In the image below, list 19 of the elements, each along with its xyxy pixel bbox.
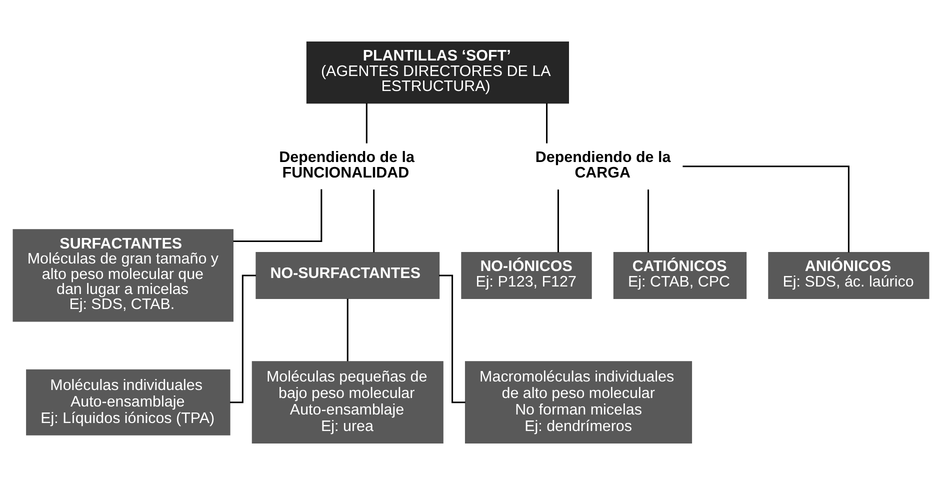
connector (682, 166, 850, 252)
connector (373, 190, 375, 252)
node-box: PLANTILLAS ‘SOFT’ (AGENTES DIRECTORES DE LA ESTRUCTURA) (306, 41, 569, 104)
node-box: CATIÓNICOS Ej: CTAB, CPC (613, 252, 747, 299)
node-box: NO-IÓNICOS Ej: P123, F127 (461, 252, 592, 299)
connector (648, 190, 650, 252)
connector (346, 298, 348, 362)
node-box: NO-SURFACTANTES (256, 252, 440, 299)
connector (557, 190, 559, 252)
node-text: Dependiendo de la CARGA (535, 149, 671, 182)
node-box: Macromoléculas individuales de alto peso molecular No forman micelas Ej: dendrímeros (464, 361, 692, 444)
node-box: Moléculas individuales Auto-ensamblaje Ej: Líquidos iónicos (TPA) (26, 369, 230, 436)
node-box: ANIÓNICOS Ej: SDS, ác. laúrico (768, 252, 930, 299)
node-text: Dependiendo de la FUNCIONALIDAD (279, 149, 414, 182)
connector (366, 103, 368, 144)
connector (233, 189, 322, 242)
node-box: SURFACTANTES Moléculas de gran tamaño y alto peso molecular que dan lugar a micelas Ej: SDS, CTAB. (12, 229, 234, 322)
node-box: Moléculas pequeñas de bajo peso molecular Auto-ensamblaje Ej: urea (252, 361, 444, 444)
connector (546, 103, 548, 144)
